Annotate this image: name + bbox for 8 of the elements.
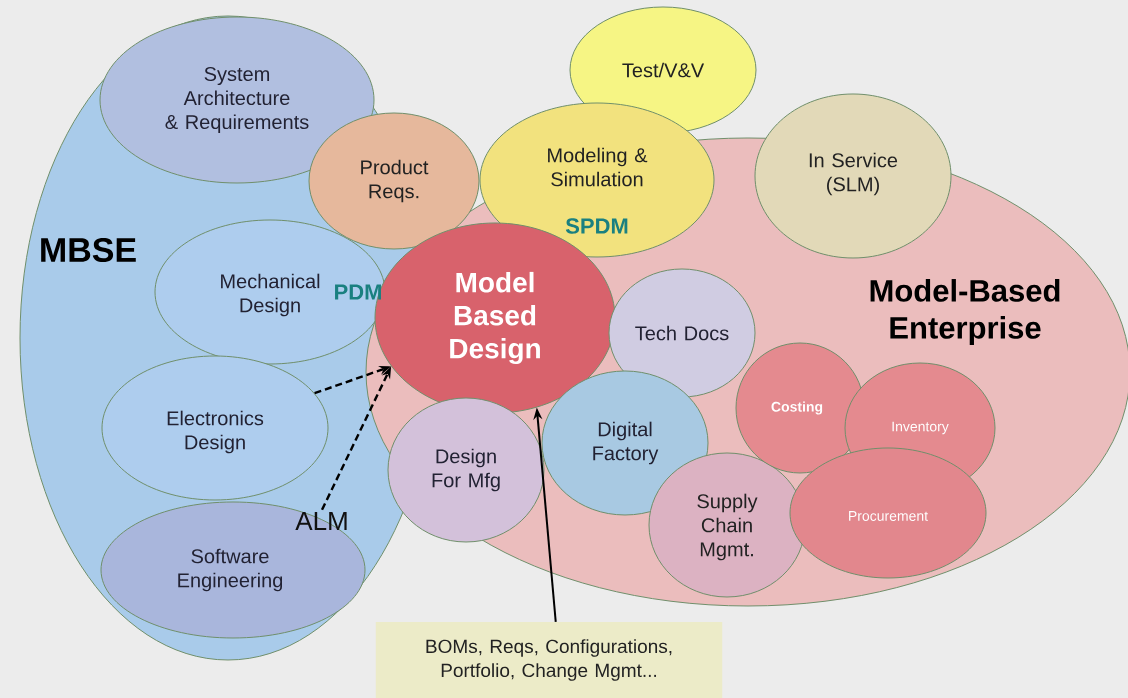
- ellipse-region: Design For Mfg: [387, 397, 545, 543]
- ellipse-region: In Service (SLM): [754, 93, 952, 259]
- ellipse-region: Product Reqs.: [308, 112, 480, 250]
- ellipse-region: Electronics Design: [101, 355, 329, 501]
- ellipse-region: Costing: [735, 342, 865, 474]
- ellipse-region: Tech Docs: [608, 268, 756, 398]
- note-box: BOMs, Reqs, Configurations, Portfolio, Change Mgmt...: [375, 622, 723, 698]
- ellipse-region: Procurement: [789, 447, 987, 579]
